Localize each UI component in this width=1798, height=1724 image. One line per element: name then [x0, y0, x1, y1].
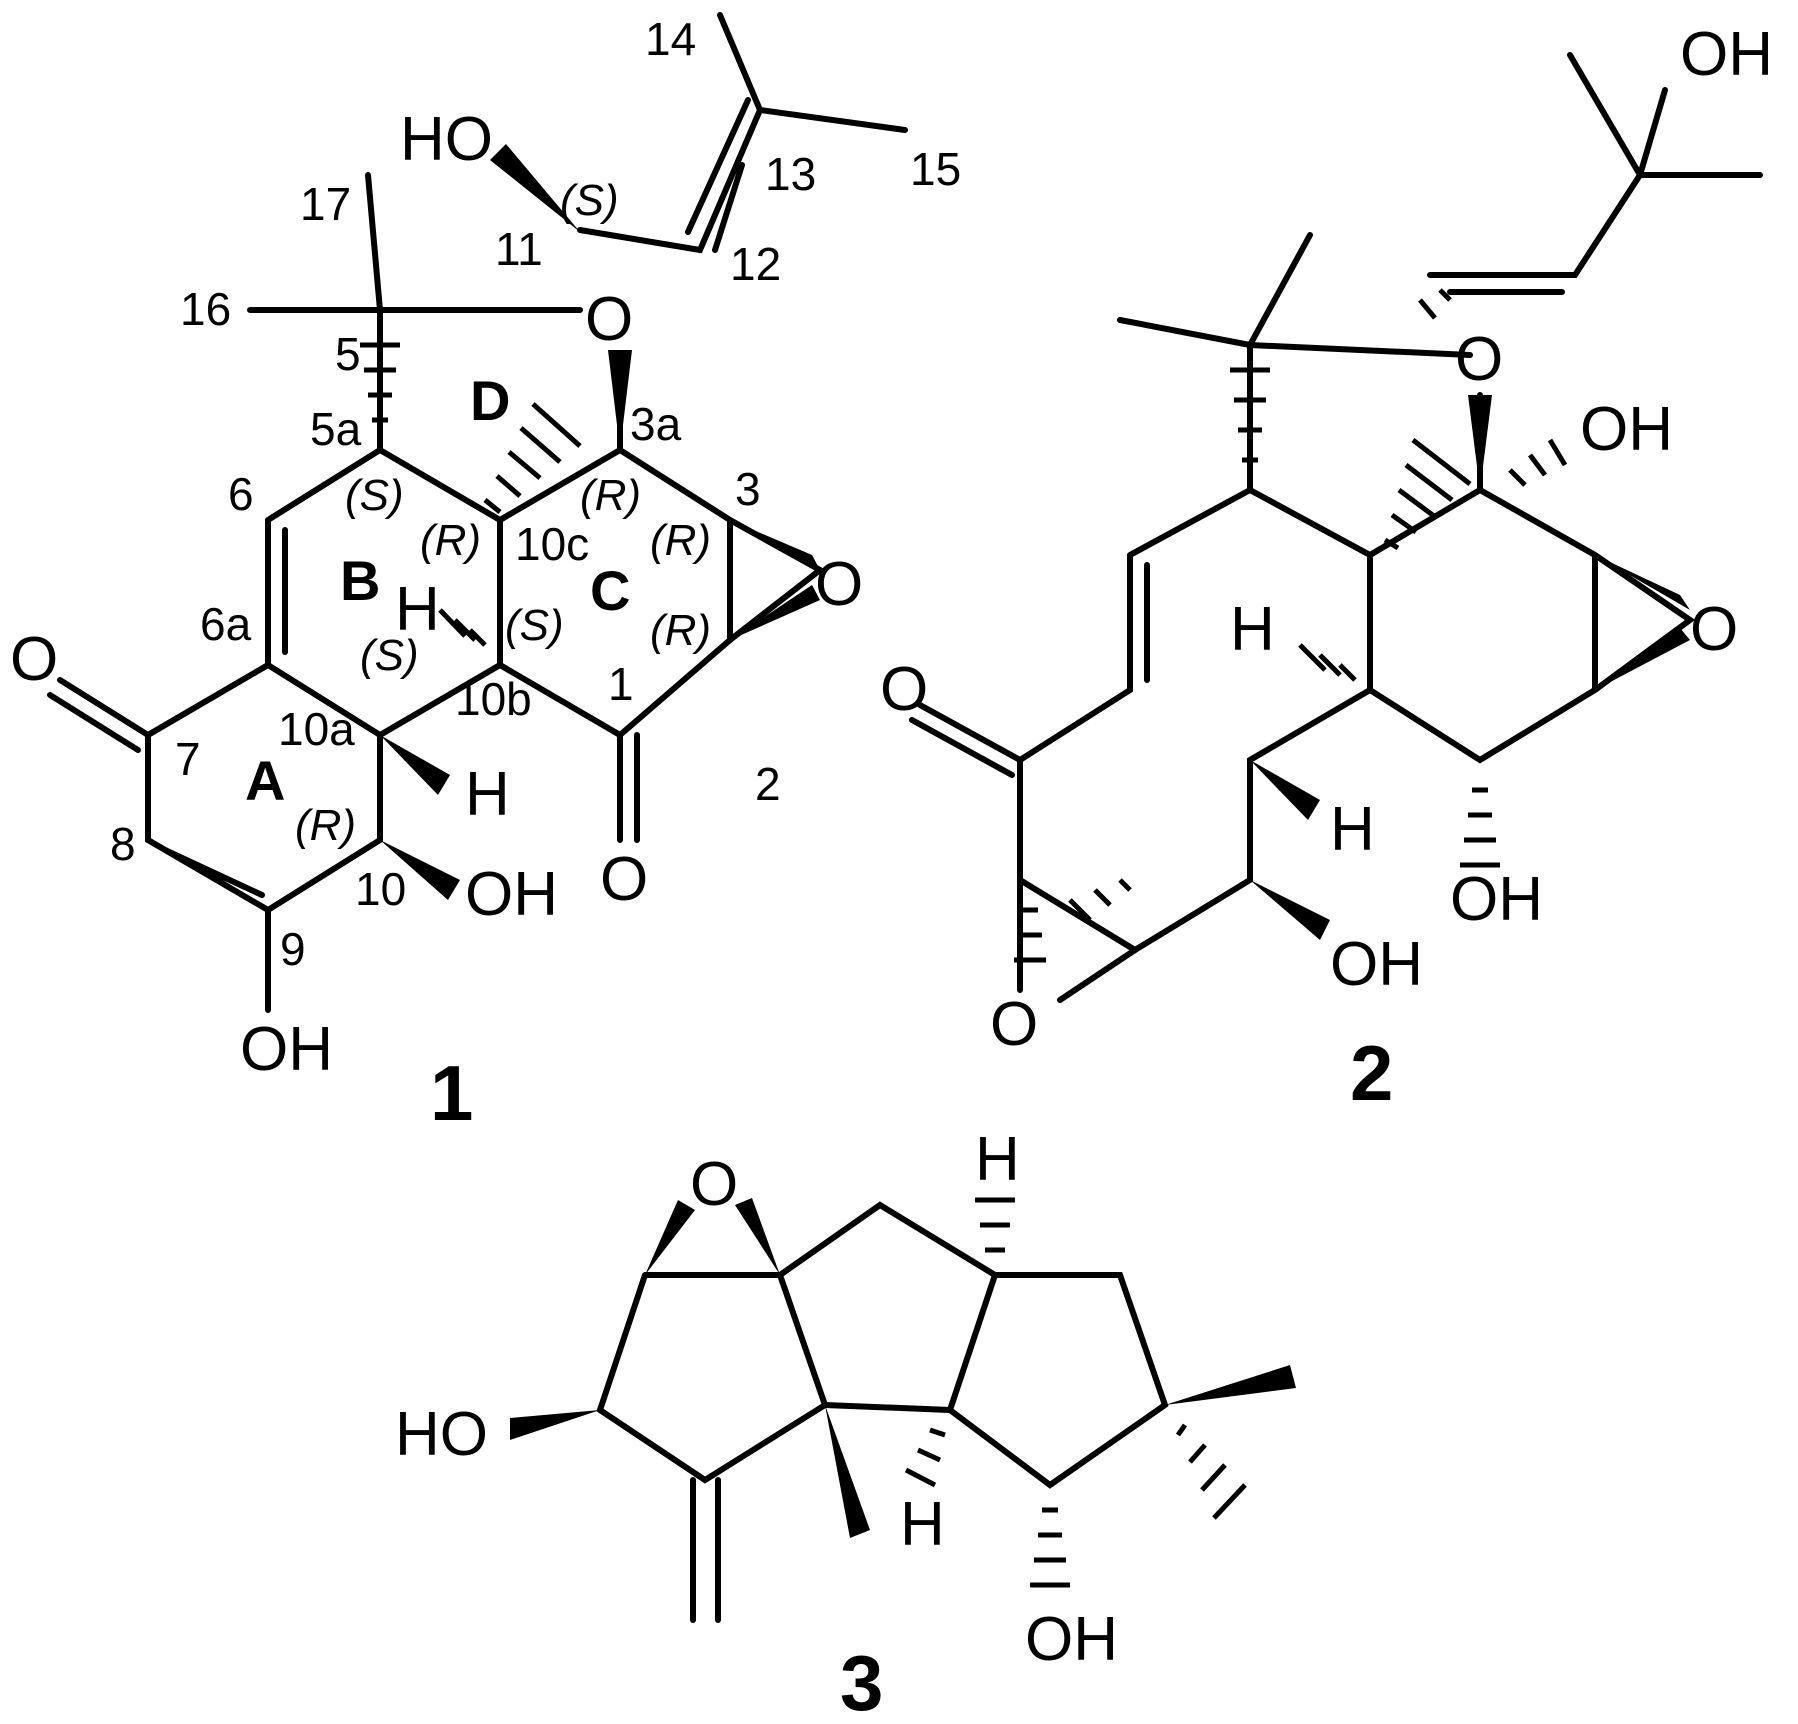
compound-3-wedge-epox-b	[735, 1198, 780, 1275]
compound-1-wedge-epoxA	[730, 520, 820, 570]
compound-3-ho-left: HO	[395, 1400, 488, 1469]
atom-number-10a: 10a	[278, 703, 355, 755]
compound-1-wedge-ho11	[490, 144, 580, 232]
compound-3-h-bottom: H	[900, 1490, 945, 1559]
compound-2-o-ring: O	[1455, 325, 1503, 394]
stereo-10: (R)	[295, 801, 356, 850]
compound-1-oh-9: OH	[240, 1015, 333, 1084]
stereo-5a: (S)	[345, 471, 404, 520]
compound-3-structure: O H HO H OH 3	[395, 1125, 1296, 1724]
atom-number-5a: 5a	[310, 403, 362, 455]
compound-2-bonds	[909, 52, 1763, 954]
compound-1-h-10b: H	[395, 575, 440, 644]
compound-3-wedge-gem-methyl	[1165, 1365, 1296, 1405]
compound-1-o-ether: O	[585, 285, 633, 354]
ring-label-d: D	[470, 369, 510, 432]
compound-2-wedge-epox-a	[1595, 555, 1690, 610]
compound-3-label: 3	[840, 1639, 883, 1724]
atom-number-12: 12	[730, 238, 781, 290]
compound-1-wedge-3a	[608, 350, 632, 450]
compound-2-o-ketone: O	[880, 655, 928, 724]
compound-1-o-ketone1: O	[600, 845, 648, 914]
compound-2-ring-o-bond	[1247, 342, 1473, 358]
compound-1-h-10a: H	[465, 760, 510, 829]
compound-2-label: 2	[1350, 1029, 1393, 1117]
compound-2-structure: OH O OH O O H H OH OH O 2	[880, 20, 1773, 1117]
ring-label-b: B	[340, 549, 380, 612]
stereo-2: (R)	[650, 606, 711, 655]
atom-number-7: 7	[175, 733, 201, 785]
stereo-10a: (S)	[360, 631, 419, 680]
atom-number-6: 6	[228, 468, 254, 520]
compound-1-o-ketone7: O	[10, 625, 58, 694]
compound-3-wedge-epox-a	[645, 1200, 695, 1275]
compound-3-wedge-ho	[510, 1410, 600, 1440]
compound-1-wedge-epoxB	[730, 585, 820, 640]
atom-number-15: 15	[910, 143, 961, 195]
compound-3-wedge-methyl	[825, 1405, 870, 1538]
compound-2-wedge-o	[1468, 395, 1492, 490]
compound-1-ho-11: HO	[400, 105, 493, 174]
compound-2-oh-top: OH	[1680, 20, 1773, 89]
compound-3-o-epoxide: O	[690, 1150, 738, 1219]
compound-3-bonds	[596, 1201, 1169, 1623]
compound-1-hash-bonds	[360, 342, 582, 647]
atom-number-3: 3	[735, 463, 761, 515]
compound-1-o-epoxide: O	[815, 550, 863, 619]
compound-2-epoxide-bonds	[1017, 877, 1138, 1003]
compound-2-wedge-h	[1250, 760, 1320, 820]
compound-3-h-top: H	[975, 1125, 1020, 1194]
compound-2-oh-right: OH	[1580, 395, 1673, 464]
ring-label-c: C	[590, 559, 630, 622]
compound-3-oh-bottom: OH	[1025, 1605, 1118, 1674]
compound-1-label: 1	[430, 1049, 473, 1137]
compound-1-oh-10: OH	[465, 860, 558, 929]
atom-number-6a: 6a	[200, 598, 252, 650]
atom-number-3a: 3a	[630, 398, 682, 450]
stereo-10c: (R)	[420, 516, 481, 565]
compound-2-oh-bottom: OH	[1450, 865, 1543, 934]
stereo-10b: (S)	[505, 601, 564, 650]
atom-number-14: 14	[645, 13, 696, 65]
compound-2-wedge-oh	[1250, 880, 1330, 940]
atom-number-10c: 10c	[515, 518, 589, 570]
compound-2-o-epoxide-right: O	[1690, 595, 1738, 664]
atom-number-17: 17	[300, 178, 351, 230]
compound-1-wedge-h10a	[380, 735, 450, 795]
compound-2-o-epoxide-left: O	[990, 990, 1038, 1059]
atom-number-2: 2	[755, 758, 781, 810]
atom-number-5: 5	[335, 328, 361, 380]
compound-2-h-left: H	[1230, 595, 1275, 664]
compound-1-structure: A B C D O HO O O O OH OH H H 14 15 13 12…	[10, 12, 961, 1137]
compound-3-hash-bonds	[904, 1197, 1247, 1588]
atom-number-10: 10	[355, 863, 406, 915]
atom-number-11: 11	[495, 223, 543, 275]
compound-2-hash-bonds	[1014, 288, 1568, 963]
atom-number-16: 16	[180, 283, 231, 335]
atom-number-8: 8	[110, 818, 136, 870]
stereo-3: (R)	[650, 516, 711, 565]
compound-2-h-mid: H	[1330, 795, 1375, 864]
stereo-3a: (R)	[580, 471, 641, 520]
stereo-11: (S)	[560, 176, 619, 225]
atom-number-13: 13	[765, 148, 816, 200]
atom-number-1: 1	[608, 658, 634, 710]
compound-1-wedge-oh10	[380, 840, 460, 900]
compound-2-wedge-epox-b	[1595, 628, 1690, 690]
ring-label-a: A	[245, 749, 285, 812]
atom-number-10b: 10b	[455, 673, 532, 725]
atom-number-9: 9	[280, 923, 306, 975]
compound-2-oh-lower: OH	[1330, 930, 1423, 999]
